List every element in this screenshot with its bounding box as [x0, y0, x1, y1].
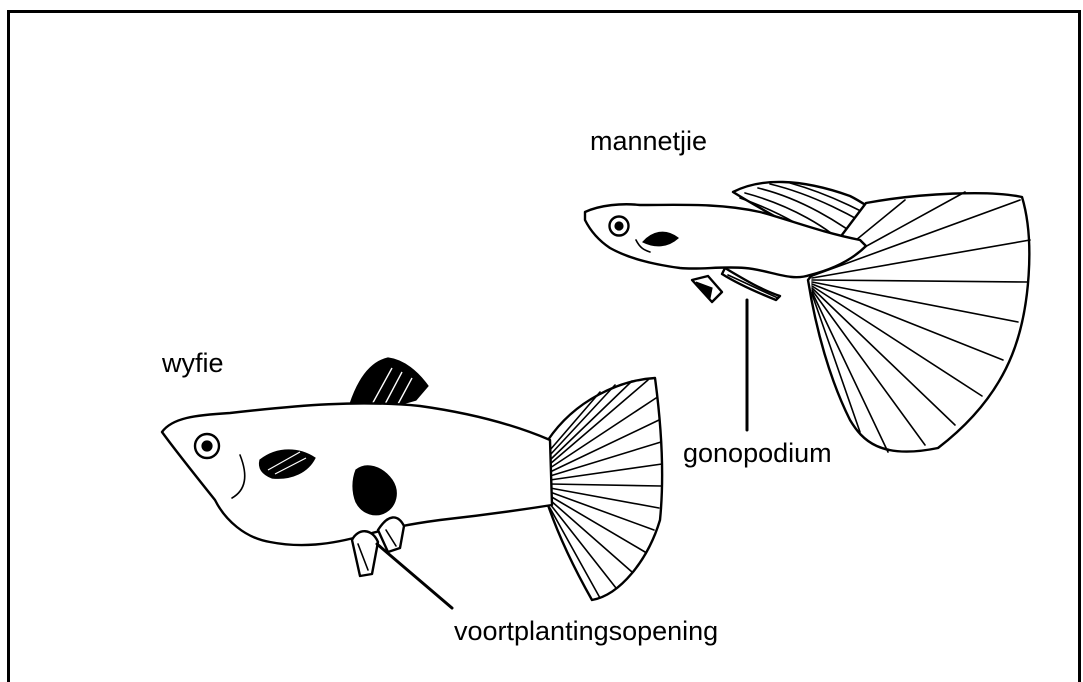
female-dorsal-fin	[350, 358, 428, 409]
female-pupil	[202, 441, 212, 451]
male-pupil	[615, 222, 623, 230]
female-pelvic-fin	[352, 531, 378, 576]
female-guppy	[162, 358, 662, 600]
male-label: mannetjie	[590, 128, 707, 155]
genital-opening-label: voortplantingsopening	[454, 618, 718, 645]
gonopodium-label: gonopodium	[683, 440, 832, 467]
genital-opening-pointer-line	[377, 544, 452, 608]
female-tail-fin	[548, 378, 662, 600]
female-label: wyfie	[162, 350, 224, 377]
